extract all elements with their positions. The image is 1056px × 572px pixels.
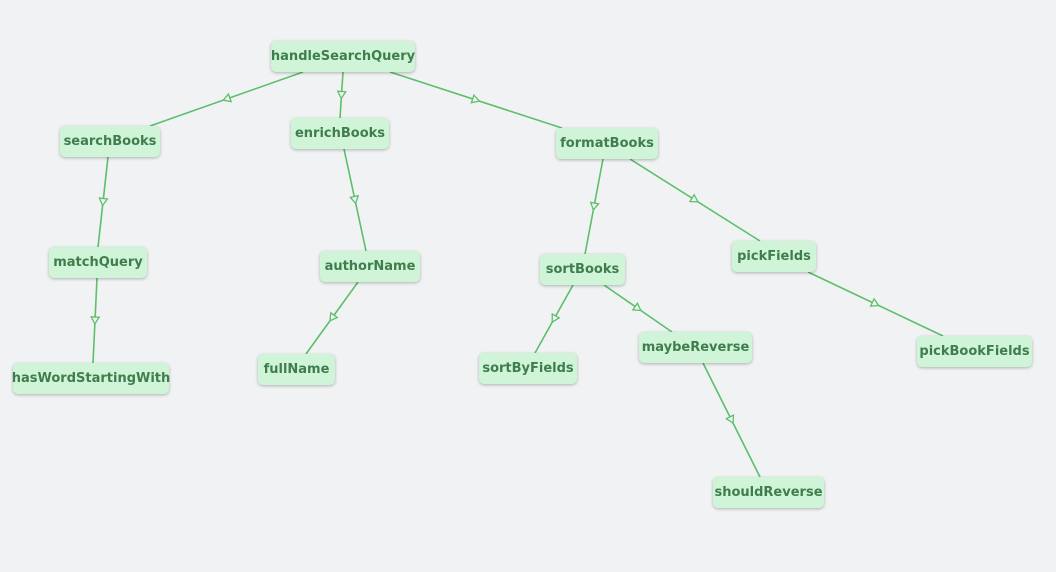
node-formatBooks[interactable]: formatBooks [556, 128, 658, 159]
arrowhead-icon [688, 193, 700, 203]
arrowhead-icon [470, 93, 481, 104]
edge-matchQuery-to-hasWordStartingWith [90, 277, 101, 364]
edge-handleSearchQuery-to-searchBooks [149, 71, 304, 127]
arrowhead-icon [725, 413, 735, 425]
arrowhead-icon [90, 316, 101, 326]
node-maybeReverse[interactable]: maybeReverse [639, 332, 752, 363]
arrowhead-icon [589, 201, 600, 212]
node-sortBooks[interactable]: sortBooks [540, 254, 625, 285]
arrowhead-icon [98, 197, 109, 207]
arrowhead-icon [869, 297, 880, 307]
node-searchBooks[interactable]: searchBooks [60, 126, 160, 157]
edge-authorName-to-fullName [305, 281, 359, 355]
edge-handleSearchQuery-to-formatBooks [389, 71, 563, 129]
arrowhead-icon [551, 312, 561, 324]
edge-maybeReverse-to-shouldReverse [702, 362, 761, 478]
edge-formatBooks-to-sortBooks [584, 158, 604, 255]
node-handleSearchQuery[interactable]: handleSearchQuery [271, 41, 415, 72]
node-matchQuery[interactable]: matchQuery [49, 247, 147, 278]
node-pickBookFields[interactable]: pickBookFields [917, 336, 1032, 367]
edge-searchBooks-to-matchQuery [97, 156, 109, 248]
edge-sortBooks-to-maybeReverse [603, 284, 673, 333]
node-fullName[interactable]: fullName [258, 354, 335, 385]
node-shouldReverse[interactable]: shouldReverse [713, 477, 824, 508]
edge-sortBooks-to-sortByFields [534, 284, 574, 354]
edge-formatBooks-to-pickFields [629, 158, 761, 242]
arrowhead-icon [329, 311, 339, 322]
arrowhead-icon [221, 92, 233, 103]
arrowhead-icon [349, 194, 360, 205]
node-authorName[interactable]: authorName [320, 251, 420, 282]
edge-enrichBooks-to-authorName [343, 148, 367, 252]
node-sortByFields[interactable]: sortByFields [479, 353, 577, 384]
node-enrichBooks[interactable]: enrichBooks [291, 118, 389, 149]
arrowhead-icon [336, 90, 347, 100]
node-pickFields[interactable]: pickFields [732, 241, 816, 272]
arrowhead-icon [631, 301, 642, 312]
node-hasWordStartingWith[interactable]: hasWordStartingWith [12, 363, 170, 394]
edge-pickFields-to-pickBookFields [807, 271, 944, 337]
edge-handleSearchQuery-to-enrichBooks [336, 71, 347, 119]
